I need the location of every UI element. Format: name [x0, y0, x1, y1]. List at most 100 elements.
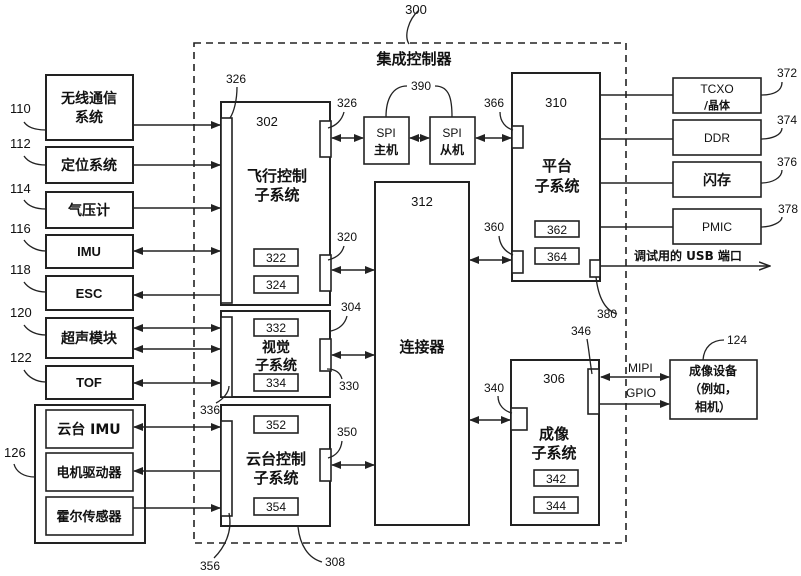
svg-text:系统: 系统	[75, 109, 103, 126]
ref-378: 378	[778, 202, 798, 216]
barometer-box: 气压计	[45, 191, 134, 229]
ref-112: 112	[10, 136, 31, 151]
platform-subsystem: 310 平台 子系统 362 364	[511, 72, 601, 282]
svg-text:342: 342	[546, 472, 566, 486]
svg-text:302: 302	[256, 114, 278, 129]
svg-text:定位系统: 定位系统	[61, 157, 117, 174]
svg-text:视觉: 视觉	[262, 339, 290, 356]
gimbal-group-box: 云台 IMU 电机驱动器 霍尔传感器	[34, 404, 146, 544]
svg-text:子系统: 子系统	[254, 186, 299, 204]
ref-326-left: 326	[226, 72, 246, 86]
svg-text:364: 364	[547, 250, 567, 264]
svg-text:334: 334	[266, 376, 286, 390]
svg-text:（例如，: （例如，	[689, 381, 737, 396]
ref-350: 350	[337, 425, 357, 439]
flight-control-subsystem: 302 飞行控制 子系统 322 324	[220, 101, 332, 306]
svg-text:子系统: 子系统	[255, 357, 297, 374]
integrated-controller-boundary	[193, 42, 627, 544]
svg-text:TCXO: TCXO	[700, 82, 733, 96]
svg-text:312: 312	[411, 194, 433, 209]
imaging-subsystem: 306 成像 子系统 342 344	[510, 359, 600, 526]
ref-372: 372	[777, 66, 797, 80]
controller-title: 集成控制器	[375, 50, 452, 68]
gpio-label: GPIO	[626, 386, 656, 400]
svg-text:云台控制: 云台控制	[246, 450, 306, 468]
ref-300: 300	[405, 2, 427, 17]
ref-308: 308	[325, 555, 345, 569]
ref-340: 340	[484, 381, 504, 395]
usb-debug-label: 调试用的 USB 端口	[634, 248, 742, 263]
svg-text:354: 354	[266, 500, 286, 514]
ref-304: 304	[341, 300, 361, 314]
svg-text:310: 310	[545, 95, 567, 110]
svg-text:超声模块: 超声模块	[60, 330, 118, 347]
svg-text:332: 332	[266, 321, 286, 335]
ref-336: 336	[200, 403, 220, 417]
svg-text:TOF: TOF	[76, 375, 102, 390]
ref-360: 360	[484, 220, 504, 234]
svg-text:成像: 成像	[539, 425, 570, 443]
svg-text:平台: 平台	[542, 157, 572, 175]
svg-text:306: 306	[543, 371, 565, 386]
svg-text:362: 362	[547, 223, 567, 237]
imu-box: IMU	[45, 234, 134, 269]
positioning-box: 定位系统	[45, 146, 134, 184]
ref-120: 120	[10, 305, 32, 320]
ref-356: 356	[200, 559, 220, 573]
ref-346: 346	[571, 324, 591, 338]
wireless-comm-box: 无线通信 系统	[45, 74, 134, 141]
svg-text:子系统: 子系统	[531, 444, 576, 462]
ref-320: 320	[337, 230, 357, 244]
spi-master: SPI 主机	[363, 116, 410, 165]
connector-block: 312 连接器	[374, 181, 470, 526]
svg-text:324: 324	[266, 278, 286, 292]
ref-118: 118	[10, 262, 31, 277]
svg-text:SPI: SPI	[442, 126, 461, 140]
ref-126: 126	[4, 445, 26, 460]
svg-text:IMU: IMU	[77, 244, 101, 259]
svg-text:344: 344	[546, 499, 566, 513]
svg-text:SPI: SPI	[376, 126, 395, 140]
svg-text:子系统: 子系统	[534, 177, 579, 195]
mipi-label: MIPI	[628, 361, 653, 375]
svg-text:352: 352	[266, 418, 286, 432]
ultrasonic-box: 超声模块	[45, 317, 134, 359]
svg-text:从机: 从机	[440, 142, 464, 157]
ref-326-right: 326	[337, 96, 357, 110]
ref-116: 116	[10, 221, 31, 236]
flash-memory-box: 闪存	[672, 161, 762, 198]
svg-text:成像设备: 成像设备	[689, 363, 738, 378]
svg-text:主机: 主机	[374, 142, 398, 157]
ref-110: 110	[10, 101, 31, 116]
ref-330: 330	[339, 379, 359, 393]
svg-text:/晶体: /晶体	[704, 98, 731, 112]
ref-390: 390	[411, 79, 431, 93]
svg-text:ESC: ESC	[76, 286, 103, 301]
pmic-box: PMIC	[672, 208, 762, 245]
ref-366: 366	[484, 96, 504, 110]
ref-374: 374	[777, 113, 797, 127]
svg-text:322: 322	[266, 251, 286, 265]
ref-380: 380	[597, 307, 617, 321]
svg-text:闪存: 闪存	[703, 172, 731, 189]
svg-text:无线通信: 无线通信	[60, 90, 117, 107]
tof-box: TOF	[45, 365, 134, 400]
esc-box: ESC	[45, 275, 134, 311]
svg-text:连接器: 连接器	[399, 338, 445, 356]
svg-text:气压计: 气压计	[67, 202, 110, 219]
ddr-box: DDR	[672, 119, 762, 156]
vision-subsystem: 332 视觉 子系统 334	[220, 310, 332, 398]
tcxo-crystal-box: TCXO /晶体	[672, 77, 762, 114]
ref-122: 122	[10, 350, 32, 365]
ref-124: 124	[727, 333, 747, 347]
svg-text:飞行控制: 飞行控制	[247, 167, 307, 185]
hall-sensor: 霍尔传感器	[56, 509, 122, 525]
imaging-device-camera-box: 成像设备 （例如， 相机）	[669, 359, 758, 420]
svg-text:DDR: DDR	[704, 131, 730, 145]
motor-driver: 电机驱动器	[56, 465, 122, 481]
spi-slave: SPI 从机	[429, 116, 476, 165]
gimbal-imu: 云台 IMU	[57, 421, 120, 438]
gimbal-control-subsystem: 352 云台控制 子系统 354	[220, 404, 332, 527]
svg-text:相机）: 相机）	[695, 399, 731, 414]
